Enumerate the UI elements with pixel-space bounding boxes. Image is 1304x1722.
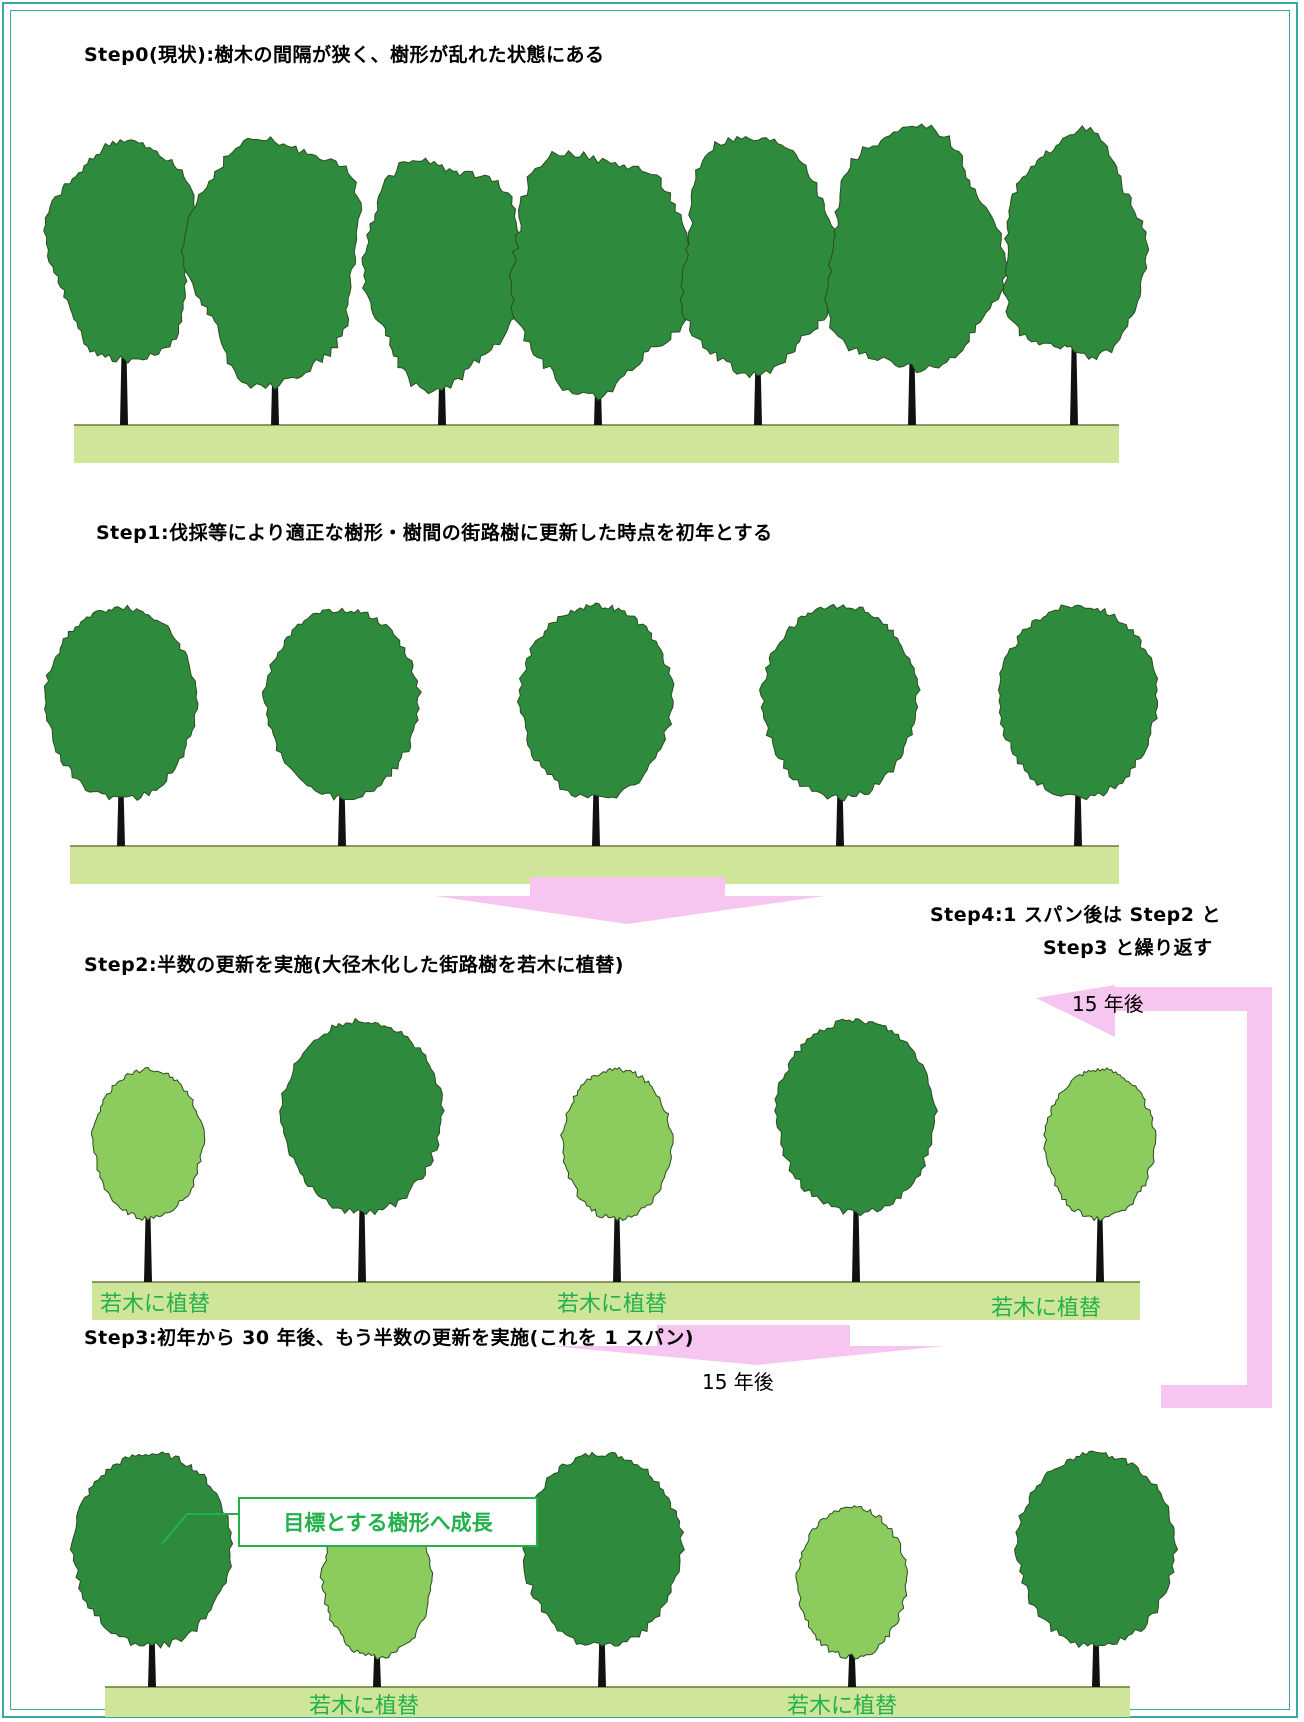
after15-label-step3: 15 年後 <box>702 1370 774 1394</box>
tree-step2-3 <box>560 1066 674 1282</box>
tree-crown <box>279 1017 445 1216</box>
tree-crown <box>43 139 198 364</box>
tree-step1-4 <box>759 603 921 846</box>
replant-label-step3-1: 若木に植替 <box>309 1694 420 1719</box>
tree-crown <box>180 136 363 391</box>
tree-crown <box>90 1066 206 1222</box>
tree-crown <box>361 157 522 395</box>
goal-callout-leader <box>161 1513 238 1545</box>
tree-step0-1 <box>43 139 198 425</box>
tree-crown <box>1013 1450 1179 1649</box>
tree-crown <box>1043 1067 1157 1223</box>
tree-crown <box>795 1505 909 1660</box>
tree-crown <box>508 150 697 402</box>
tree-step3-1 <box>69 1451 234 1687</box>
replant-label-step3-2: 若木に植替 <box>787 1694 898 1719</box>
tree-crown <box>774 1018 938 1217</box>
ground-step0 <box>74 425 1119 463</box>
step3-label: Step3:初年から 30 年後、もう半数の更新を実施(これを 1 スパン) <box>84 1327 694 1349</box>
arrow-step2-to-step3 <box>550 1325 945 1365</box>
tree-crown <box>759 603 921 802</box>
tree-step2-2 <box>279 1017 445 1282</box>
tree-step1-3 <box>516 602 675 846</box>
tree-step3-4 <box>795 1505 909 1687</box>
tree-crown <box>69 1451 234 1649</box>
after15-label-loop: 15 年後 <box>1072 992 1144 1016</box>
tree-crown <box>516 602 675 799</box>
tree-step0-2 <box>180 136 363 425</box>
step0-label: Step0(現状):樹木の間隔が狭く、樹形が乱れた状態にある <box>84 44 605 66</box>
tree-crown <box>43 604 199 802</box>
tree-step3-5 <box>1013 1450 1179 1687</box>
tree-crown <box>679 135 847 379</box>
tree-step2-1 <box>90 1066 206 1282</box>
tree-step0-3 <box>361 157 522 425</box>
tree-crown <box>261 607 422 801</box>
tree-crown <box>824 123 1009 374</box>
arrow-loop-back <box>1036 985 1272 1408</box>
tree-step0-5 <box>679 135 847 425</box>
tree-step1-5 <box>997 604 1159 846</box>
tree-step1-2 <box>261 607 422 846</box>
ground-step2 <box>92 1282 1140 1320</box>
step4-label-line1: Step4:1 スパン後は Step2 と <box>930 904 1222 926</box>
replant-label-step2-3: 若木に植替 <box>991 1296 1102 1321</box>
tree-crown <box>1002 125 1150 361</box>
tree-crown <box>560 1066 674 1222</box>
tree-step2-5 <box>1043 1067 1157 1282</box>
tree-step0-4 <box>508 150 697 425</box>
step4-label-line2: Step3 と繰り返す <box>1043 937 1213 959</box>
arrow-step1-to-step2 <box>435 877 825 924</box>
step1-label: Step1:伐採等により適正な樹形・樹間の街路樹に更新した時点を初年とする <box>96 522 773 544</box>
tree-step0-7 <box>1002 125 1150 425</box>
tree-crown <box>997 604 1159 801</box>
tree-step0-6 <box>824 123 1009 425</box>
replant-label-step2-1: 若木に植替 <box>100 1292 211 1317</box>
ground-step3 <box>105 1687 1130 1717</box>
tree-crown <box>522 1451 685 1647</box>
replant-label-step2-2: 若木に植替 <box>557 1292 668 1317</box>
tree-step3-3 <box>522 1451 685 1687</box>
goal-callout: 目標とする樹形へ成長 <box>238 1497 538 1547</box>
step2-label: Step2:半数の更新を実施(大径木化した街路樹を若木に植替) <box>84 954 624 976</box>
tree-step1-1 <box>43 604 199 846</box>
tree-step2-4 <box>774 1018 938 1282</box>
